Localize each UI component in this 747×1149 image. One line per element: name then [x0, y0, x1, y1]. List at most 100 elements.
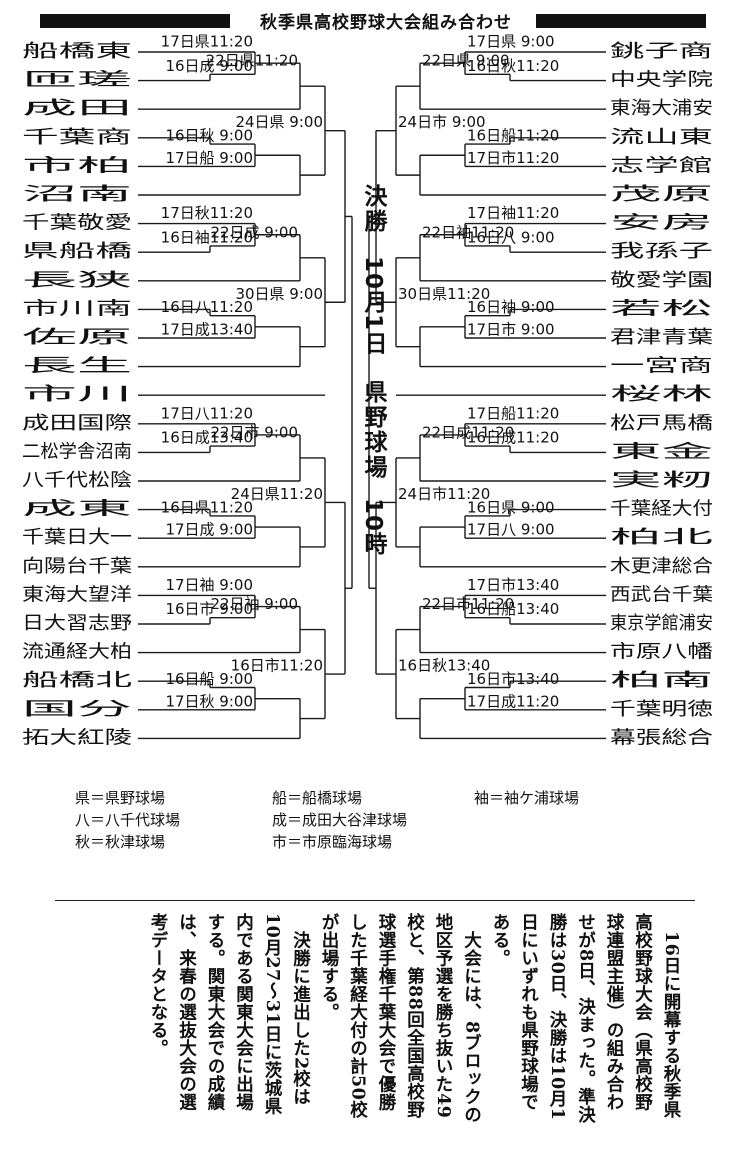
- m-right-0-6: 24日市 9:00: [398, 113, 486, 131]
- legend-6: 市＝市原臨海球場: [272, 833, 393, 851]
- right-team-19: 西武台千葉: [610, 584, 713, 605]
- right-team-2: 東海大浦安: [610, 98, 713, 119]
- left-team-1: 匝瑳: [22, 70, 132, 91]
- m-right-1-3: 22日袖11:20: [422, 223, 514, 241]
- left-team-0: 船橋東: [22, 41, 132, 62]
- right-team-9: 若松: [610, 298, 713, 319]
- right-team-22: 柏南: [610, 670, 713, 691]
- m-right-2-6: 24日市11:20: [398, 485, 490, 503]
- m-right-3-5: 17日成11:20: [467, 692, 559, 710]
- page-title: 秋季県高校野球大会組み合わせ: [260, 13, 512, 33]
- m-left-0-3: 22日県11:20: [206, 52, 298, 70]
- left-team-11: 長生: [22, 356, 132, 377]
- left-team-12: 市川: [22, 384, 132, 405]
- m-left-0-6: 24日県 9:00: [235, 113, 323, 131]
- left-team-14: 二松学舎沼南: [22, 441, 132, 462]
- final-label: 決勝: [360, 184, 388, 234]
- right-team-6: 安房: [610, 213, 713, 234]
- m-right-1-4: 16日袖 9:00: [467, 298, 555, 316]
- right-team-16: 千葉経大付: [610, 499, 713, 520]
- final-date: 10月1日: [360, 256, 389, 355]
- m-right-0-3: 22日県 9:00: [422, 52, 510, 70]
- right-team-8: 敬愛学園: [610, 270, 713, 291]
- left-team-8: 長狭: [22, 270, 132, 291]
- left-team-20: 日大習志野: [22, 613, 132, 634]
- m-right-0-2: 16日秋11:20: [467, 57, 559, 75]
- m-right-3-4: 16日市13:40: [467, 670, 559, 688]
- legend-1: 船＝船橋球場: [272, 789, 363, 807]
- m-left-1-3: 22日成 9:00: [210, 223, 298, 241]
- right-team-13: 松戸馬橋: [610, 413, 713, 434]
- m-right-2-3: 22日成11:20: [422, 423, 514, 441]
- m-left-2-1: 17日八11:20: [161, 404, 253, 422]
- right-team-10: 君津青葉: [610, 327, 713, 348]
- article: 16日に開幕する秋季県高校野球大会（県高校野球連盟主催）の組み合わせが8日、決ま…: [55, 900, 695, 1131]
- left-team-19: 東海大望洋: [22, 584, 132, 605]
- m-right-2-5: 17日八 9:00: [467, 521, 555, 539]
- m-right-0-4: 16日船11:20: [467, 127, 559, 145]
- m-left-1-6: 30日県 9:00: [235, 285, 323, 303]
- right-team-18: 木更津総合: [610, 556, 713, 577]
- left-team-16: 成東: [22, 499, 132, 520]
- left-team-15: 八千代松陰: [22, 470, 132, 491]
- right-team-7: 我孫子: [610, 241, 713, 262]
- m-left-3-5: 17日秋 9:00: [165, 692, 253, 710]
- m-left-2-3: 22日市 9:00: [210, 423, 298, 441]
- m-left-3-6: 16日市11:20: [231, 657, 323, 675]
- right-team-20: 東京学館浦安: [610, 613, 713, 634]
- right-team-5: 茂原: [610, 184, 713, 205]
- right-team-1: 中央学院: [610, 70, 713, 91]
- m-right-1-2: 16日八 9:00: [467, 228, 555, 246]
- right-team-0: 銚子商: [610, 41, 713, 62]
- m-left-0-4: 16日秋 9:00: [165, 127, 253, 145]
- tournament-bracket: 船橋東匝瑳成田千葉商市柏沼南千葉敬愛県船橋長狭市川南佐原長生市川成田国際二松学舎…: [22, 33, 713, 749]
- m-left-1-5: 17日成13:40: [161, 321, 253, 339]
- m-left-2-6: 24日県11:20: [231, 485, 323, 503]
- legend-0: 県＝県野球場: [75, 789, 166, 807]
- m-left-2-5: 17日成 9:00: [165, 521, 253, 539]
- m-left-2-4: 16日県11:20: [161, 498, 253, 516]
- m-right-0-5: 17日市11:20: [467, 149, 559, 167]
- m-right-2-1: 17日船11:20: [467, 404, 559, 422]
- article-text: 16日に開幕する秋季県高校野球大会（県高校野球連盟主催）の組み合わせが8日、決ま…: [144, 913, 686, 1128]
- m-left-0-1: 17日県11:20: [161, 33, 253, 51]
- left-team-18: 向陽台千葉: [22, 556, 132, 577]
- right-team-24: 幕張総合: [610, 727, 713, 748]
- left-team-6: 千葉敬愛: [22, 213, 132, 234]
- m-right-0-1: 17日県 9:00: [467, 33, 555, 51]
- right-team-14: 東金: [610, 441, 713, 462]
- left-team-17: 千葉日大一: [22, 527, 132, 548]
- left-team-7: 県船橋: [22, 241, 132, 262]
- m-left-0-5: 17日船 9:00: [165, 149, 253, 167]
- left-team-9: 市川南: [22, 298, 132, 319]
- left-team-5: 沼南: [22, 184, 132, 205]
- legend-4: 成＝成田大谷津球場: [272, 811, 408, 829]
- m-left-1-2: 16日袖11:20: [161, 228, 253, 246]
- legend-2: 袖＝袖ケ浦球場: [474, 789, 580, 807]
- right-team-3: 流山東: [610, 127, 713, 148]
- right-team-12: 桜林: [610, 384, 713, 405]
- m-right-3-3: 22日市11:20: [422, 595, 514, 613]
- m-left-0-2: 16日成 9:00: [165, 57, 253, 75]
- m-right-3-1: 17日市13:40: [467, 576, 559, 594]
- article-paragraph-3: 決勝に進出した2校は10月27～31日に茨城県内である関東大会に出場する。関東大…: [148, 913, 311, 1116]
- legend-5: 秋＝秋津球場: [75, 833, 166, 851]
- right-team-15: 実籾: [610, 470, 713, 491]
- legend-3: 八＝八千代球場: [75, 811, 181, 829]
- left-team-22: 船橋北: [22, 670, 132, 691]
- final-time: 10時: [360, 498, 387, 556]
- article-paragraph-2: 大会には、8ブロックの地区予選を勝ち抜いた49校と、第88回全国高校野球選手権千…: [319, 913, 482, 1124]
- final-venue: 県野球場: [360, 380, 388, 480]
- m-left-1-1: 17日秋11:20: [161, 204, 253, 222]
- article-paragraph-1: 16日に開幕する秋季県高校野球大会（県高校野球連盟主催）の組み合わせが8日、決ま…: [490, 913, 681, 1124]
- left-team-21: 流通経大柏: [22, 642, 132, 663]
- m-left-2-2: 16日成13:40: [161, 429, 253, 447]
- right-team-21: 市原八幡: [610, 642, 713, 663]
- right-team-4: 志学館: [610, 155, 713, 176]
- m-left-3-4: 16日船 9:00: [165, 670, 253, 688]
- left-team-24: 拓大紅陵: [22, 727, 132, 748]
- m-right-1-1: 17日袖11:20: [467, 204, 559, 222]
- left-team-3: 千葉商: [22, 127, 132, 148]
- left-team-2: 成田: [22, 98, 132, 119]
- right-team-23: 千葉明徳: [610, 699, 713, 720]
